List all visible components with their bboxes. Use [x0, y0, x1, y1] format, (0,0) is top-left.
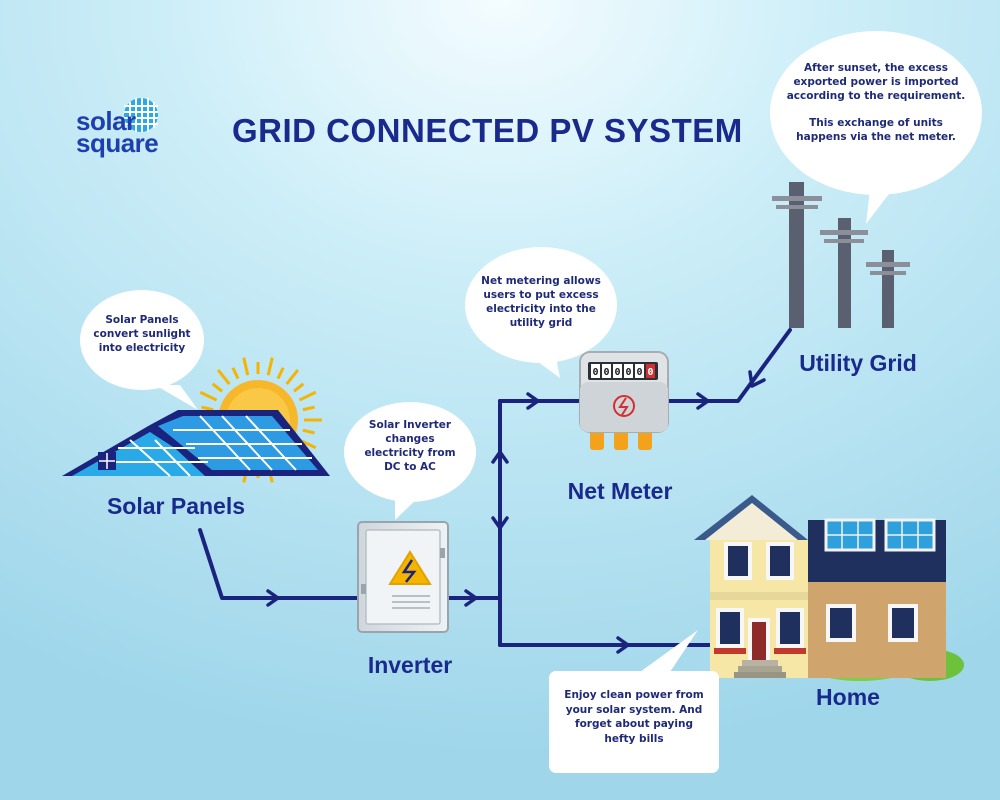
- label-utility-grid: Utility Grid: [799, 350, 917, 376]
- label-solar-panels: Solar Panels: [106, 493, 246, 519]
- speech-bubbles: [80, 31, 982, 773]
- home-house-icon: [694, 495, 964, 681]
- bubble-inverter: [344, 402, 476, 502]
- meter-digit: 0: [603, 367, 609, 378]
- bubble-text-net-meter: Net metering allows users to put excess …: [470, 275, 612, 331]
- logo-line-2: square: [76, 128, 159, 158]
- meter-digit-cell: [602, 364, 611, 378]
- bubble-text-inverter: Solar Inverter changes electricity from …: [348, 419, 472, 475]
- sun-ray: [211, 382, 223, 393]
- sun-ray: [285, 369, 300, 385]
- bubble-line: hefty bills: [604, 733, 664, 746]
- utility-grid-poles-icon: [772, 182, 910, 328]
- flow-arrows: [266, 370, 766, 654]
- bubble-line: changes: [385, 432, 435, 445]
- bubble-text-home: Enjoy clean power from your solar system…: [552, 688, 716, 747]
- bubble-home: [549, 671, 719, 773]
- bubble-line: users to put excess: [483, 288, 599, 301]
- bubble-utility-grid: [770, 31, 982, 195]
- bubble-text-solar-panels: Solar Panels convert sunlight into elect…: [84, 314, 200, 356]
- sun-ray: [231, 367, 240, 380]
- meter-digit: 0: [636, 367, 642, 378]
- bubble-line: your solar system. And: [565, 703, 703, 716]
- bubble-line: according to the requirement.: [786, 89, 966, 102]
- bubble-line: Solar Inverter: [368, 419, 452, 431]
- logo-mark: [124, 98, 158, 132]
- bubble-line: [776, 104, 976, 117]
- sun-ray: [216, 369, 231, 385]
- sun-ray: [293, 382, 305, 393]
- sun-ray: [199, 390, 218, 402]
- bubble-line: Enjoy clean power from: [564, 689, 704, 701]
- bubble-line: exported power is imported: [793, 75, 959, 88]
- sun-ray: [266, 357, 274, 376]
- logo-line-1: solar: [76, 106, 136, 136]
- bubble-line: convert sunlight: [93, 327, 191, 340]
- meter-digit: 0: [625, 367, 631, 378]
- sun-ray: [201, 405, 214, 412]
- bubble-line: electricity into the: [486, 302, 596, 315]
- bubble-line: utility grid: [509, 316, 573, 329]
- meter-digit-cell: [613, 364, 622, 378]
- bubble-line: After sunset, the excess: [804, 62, 948, 74]
- bubble-line: DC to AC: [384, 460, 436, 473]
- solar-panels-house-icon: [62, 410, 330, 477]
- sun-ray: [302, 428, 315, 435]
- meter-digit-cell: [646, 364, 655, 378]
- solarsquare-logo: solar square: [76, 106, 159, 158]
- meter-digit: 0: [614, 367, 620, 378]
- inverter-icon: [357, 521, 449, 633]
- bubble-line: Solar Panels: [105, 314, 179, 326]
- bubble-net-meter: [465, 247, 617, 363]
- bubble-line: forget about paying: [575, 718, 693, 731]
- label-home: Home: [816, 684, 880, 710]
- label-net-meter: Net Meter: [567, 478, 673, 504]
- sun-ray: [302, 405, 315, 412]
- meter-digit-cell: [591, 364, 600, 378]
- bubble-line: This exchange of units: [809, 116, 943, 129]
- bubble-line: into electricity: [98, 341, 186, 354]
- sun-ray: [298, 390, 317, 402]
- bubble-line: Net metering allows: [481, 275, 601, 287]
- sun-ray: [242, 357, 250, 376]
- meter-digit: 0: [592, 367, 598, 378]
- sun-ray: [276, 367, 285, 380]
- page-title: GRID CONNECTED PV SYSTEM: [232, 112, 743, 149]
- bubble-line: happens via the net meter.: [796, 130, 956, 143]
- meter-digit: 0: [647, 367, 653, 378]
- label-inverter: Inverter: [367, 652, 453, 678]
- bubble-line: electricity from: [364, 446, 456, 459]
- meter-digit-cell: [635, 364, 644, 378]
- flow-lines: [198, 328, 792, 647]
- bubble-solar-panels: [80, 290, 204, 390]
- meter-digit-cell: [624, 364, 633, 378]
- bubble-text-utility-grid: After sunset, the excess exported power …: [776, 62, 976, 145]
